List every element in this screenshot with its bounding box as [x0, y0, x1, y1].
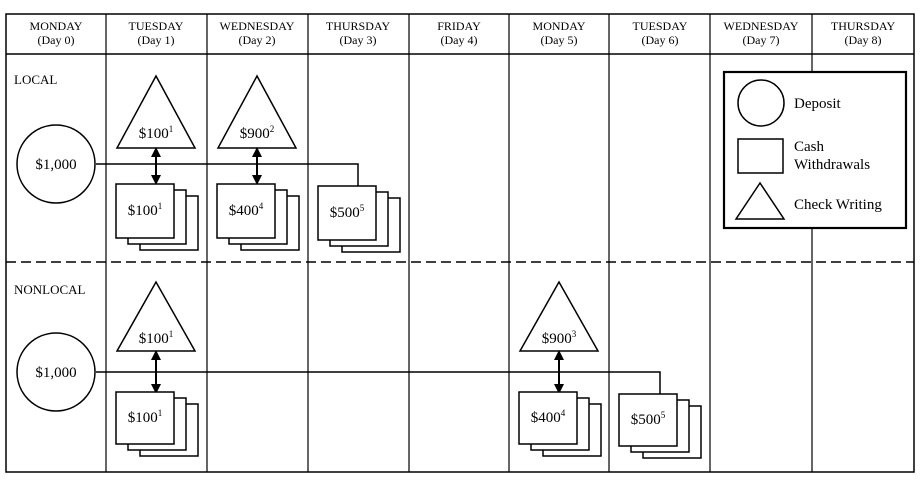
col-0-sub: (Day 0) [38, 33, 75, 47]
col-4-sub: (Day 4) [441, 33, 478, 47]
local-cash-2-stack: $4004 [216, 183, 300, 251]
col-6-day: TUESDAY [633, 19, 688, 33]
nonlocal-timeline-line [96, 371, 661, 394]
col-4-day: FRIDAY [437, 19, 481, 33]
nonlocal-cash-1-label: $1001 [128, 408, 163, 426]
col-1-sub: (Day 1) [138, 33, 175, 47]
local-check-1-label: $1001 [139, 124, 174, 142]
nonlocal-cash-2-stack: $4004 [518, 391, 602, 457]
col-0-day: MONDAY [30, 19, 83, 33]
nonlocal-deposit-circle [16, 332, 96, 412]
col-2-sub: (Day 2) [239, 33, 276, 47]
col-5-sub: (Day 5) [541, 33, 578, 47]
col-2-day: WEDNESDAY [220, 19, 295, 33]
local-section-label: LOCAL [14, 72, 57, 87]
local-cash-1-label: $1001 [128, 201, 163, 219]
col-1-day: TUESDAY [129, 19, 184, 33]
local-deposit-circle [16, 124, 96, 204]
column-headers: MONDAY (Day 0) TUESDAY (Day 1) WEDNESDAY… [30, 19, 896, 47]
col-7-sub: (Day 7) [743, 33, 780, 47]
legend: Deposit Cash Withdrawals Check Writing [722, 70, 908, 230]
nonlocal-section-label: NONLOCAL [14, 282, 86, 297]
nonlocal-cash-3-label: $5005 [631, 410, 666, 428]
col-8-day: THURSDAY [831, 19, 896, 33]
legend-check-label: Check Writing [794, 197, 882, 213]
local-timeline-line [96, 163, 359, 186]
local-check-2-label: $9002 [240, 124, 275, 142]
nonlocal-deposit-amount: $1,000 [35, 365, 76, 381]
col-5-day: MONDAY [533, 19, 586, 33]
local-deposit-amount: $1,000 [35, 157, 76, 173]
nonlocal-cash-3-stack: $5005 [618, 393, 702, 459]
local-cash-2-label: $4004 [229, 201, 264, 219]
col-7-day: WEDNESDAY [724, 19, 799, 33]
local-cash-3-label: $5005 [330, 203, 365, 221]
col-6-sub: (Day 6) [642, 33, 679, 47]
col-8-sub: (Day 8) [845, 33, 882, 47]
nonlocal-check-1-label: $1001 [139, 329, 174, 347]
legend-cash-square-icon [737, 138, 784, 174]
legend-deposit-circle-icon [737, 79, 785, 127]
col-3-sub: (Day 3) [340, 33, 377, 47]
col-3-day: THURSDAY [326, 19, 391, 33]
legend-cash-label-1: Cash [794, 139, 825, 155]
legend-check-triangle-icon [734, 181, 786, 220]
nonlocal-cash-2-label: $4004 [531, 408, 566, 426]
column-dividers [105, 14, 813, 472]
local-cash-1-stack: $1001 [115, 183, 199, 251]
legend-cash-label-2: Withdrawals [794, 157, 870, 173]
legend-deposit-label: Deposit [794, 96, 841, 112]
local-cash-3-stack: $5005 [317, 185, 401, 253]
diagram-frame [5, 13, 915, 473]
nonlocal-cash-1-stack: $1001 [115, 391, 199, 457]
nonlocal-check-2-label: $9003 [542, 329, 577, 347]
